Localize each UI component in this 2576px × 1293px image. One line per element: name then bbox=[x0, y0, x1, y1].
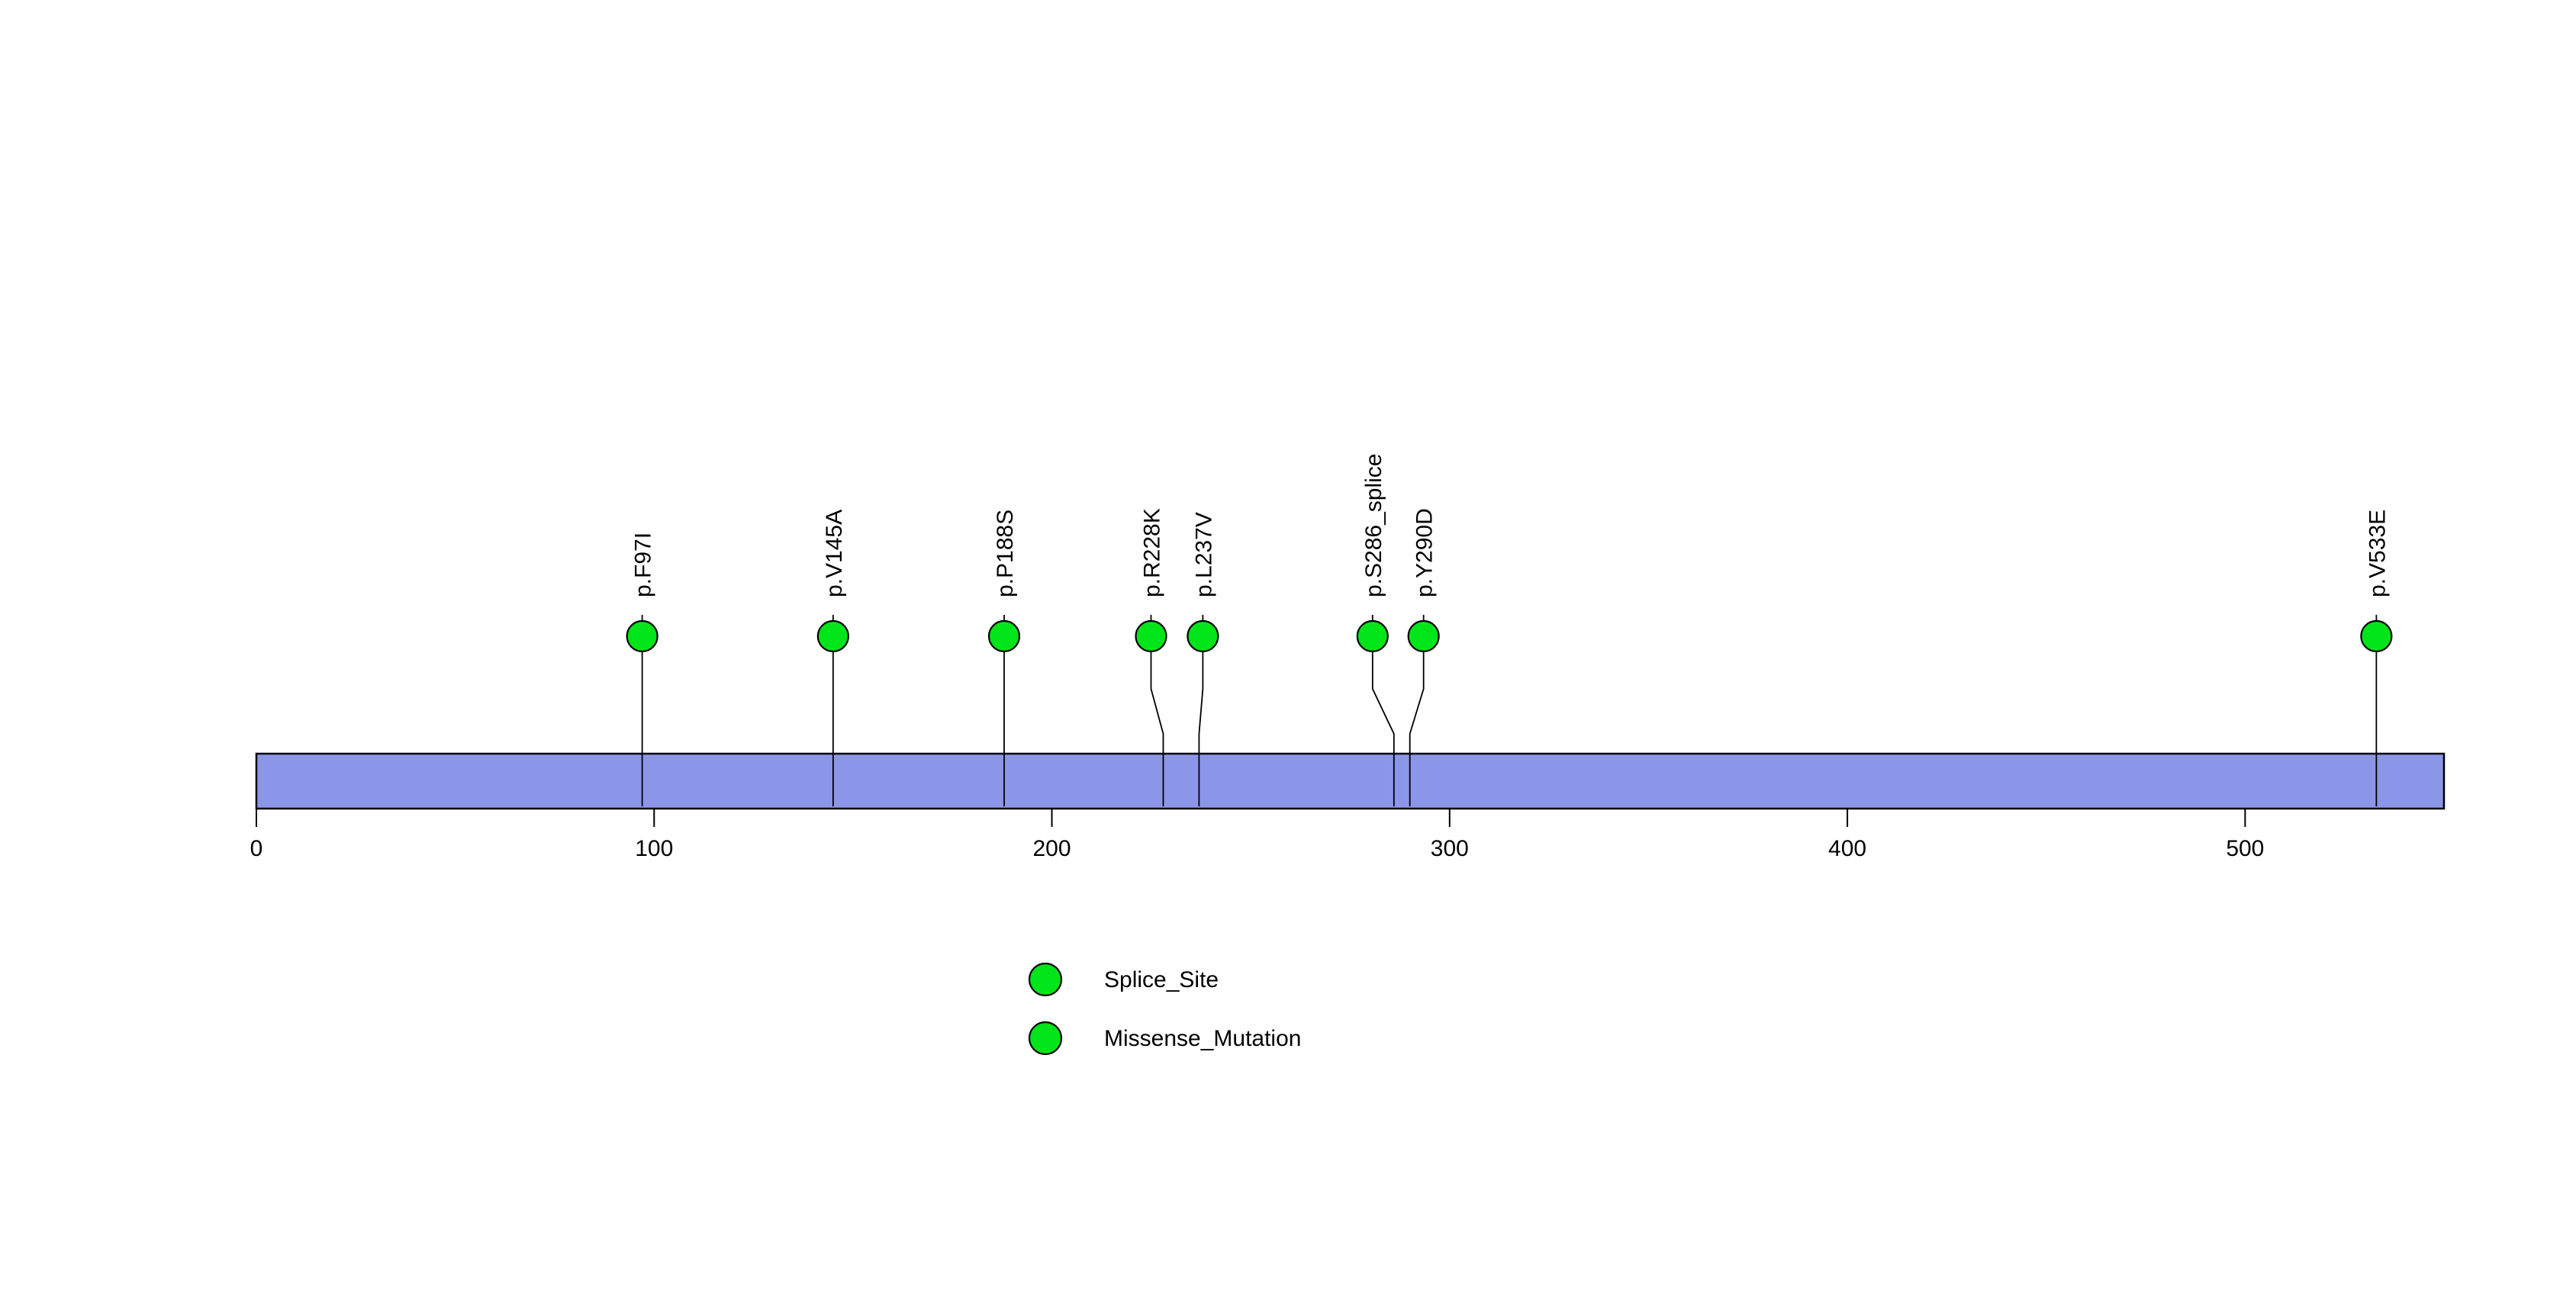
protein-bar bbox=[255, 752, 2446, 810]
mutation-label: p.S286_splice bbox=[1361, 454, 1386, 597]
mutation-marker bbox=[987, 619, 1021, 653]
mutation-label: p.R228K bbox=[1139, 508, 1164, 597]
mutation-marker bbox=[1356, 619, 1389, 653]
legend-marker bbox=[1028, 962, 1063, 997]
mutation-label: p.L237V bbox=[1191, 512, 1216, 597]
axis-tick-label: 0 bbox=[250, 836, 263, 861]
mutation-label: p.V533E bbox=[2365, 510, 2390, 597]
mutation-label: p.V145A bbox=[822, 510, 847, 597]
mutation-label: p.P188S bbox=[993, 510, 1018, 597]
legend-label: Missense_Mutation bbox=[1104, 1026, 1301, 1051]
mutation-label: p.F97I bbox=[631, 532, 656, 597]
mutation-marker bbox=[1187, 619, 1219, 653]
axis-tick-label: 500 bbox=[2226, 836, 2264, 861]
mutation-label: p.Y290D bbox=[1412, 508, 1438, 597]
mutation-marker bbox=[626, 619, 658, 653]
mutation-marker bbox=[816, 619, 849, 653]
axis-tick-label: 200 bbox=[1033, 836, 1071, 861]
axis-tick-label: 300 bbox=[1431, 836, 1469, 861]
mutation-marker bbox=[2360, 619, 2393, 653]
mutation-marker bbox=[1135, 619, 1167, 653]
legend-label: Splice_Site bbox=[1104, 967, 1219, 992]
axis-tick-label: 100 bbox=[635, 836, 673, 861]
legend-marker bbox=[1028, 1021, 1063, 1056]
mutation-marker bbox=[1407, 619, 1440, 653]
axis-tick-label: 400 bbox=[1828, 836, 1866, 861]
